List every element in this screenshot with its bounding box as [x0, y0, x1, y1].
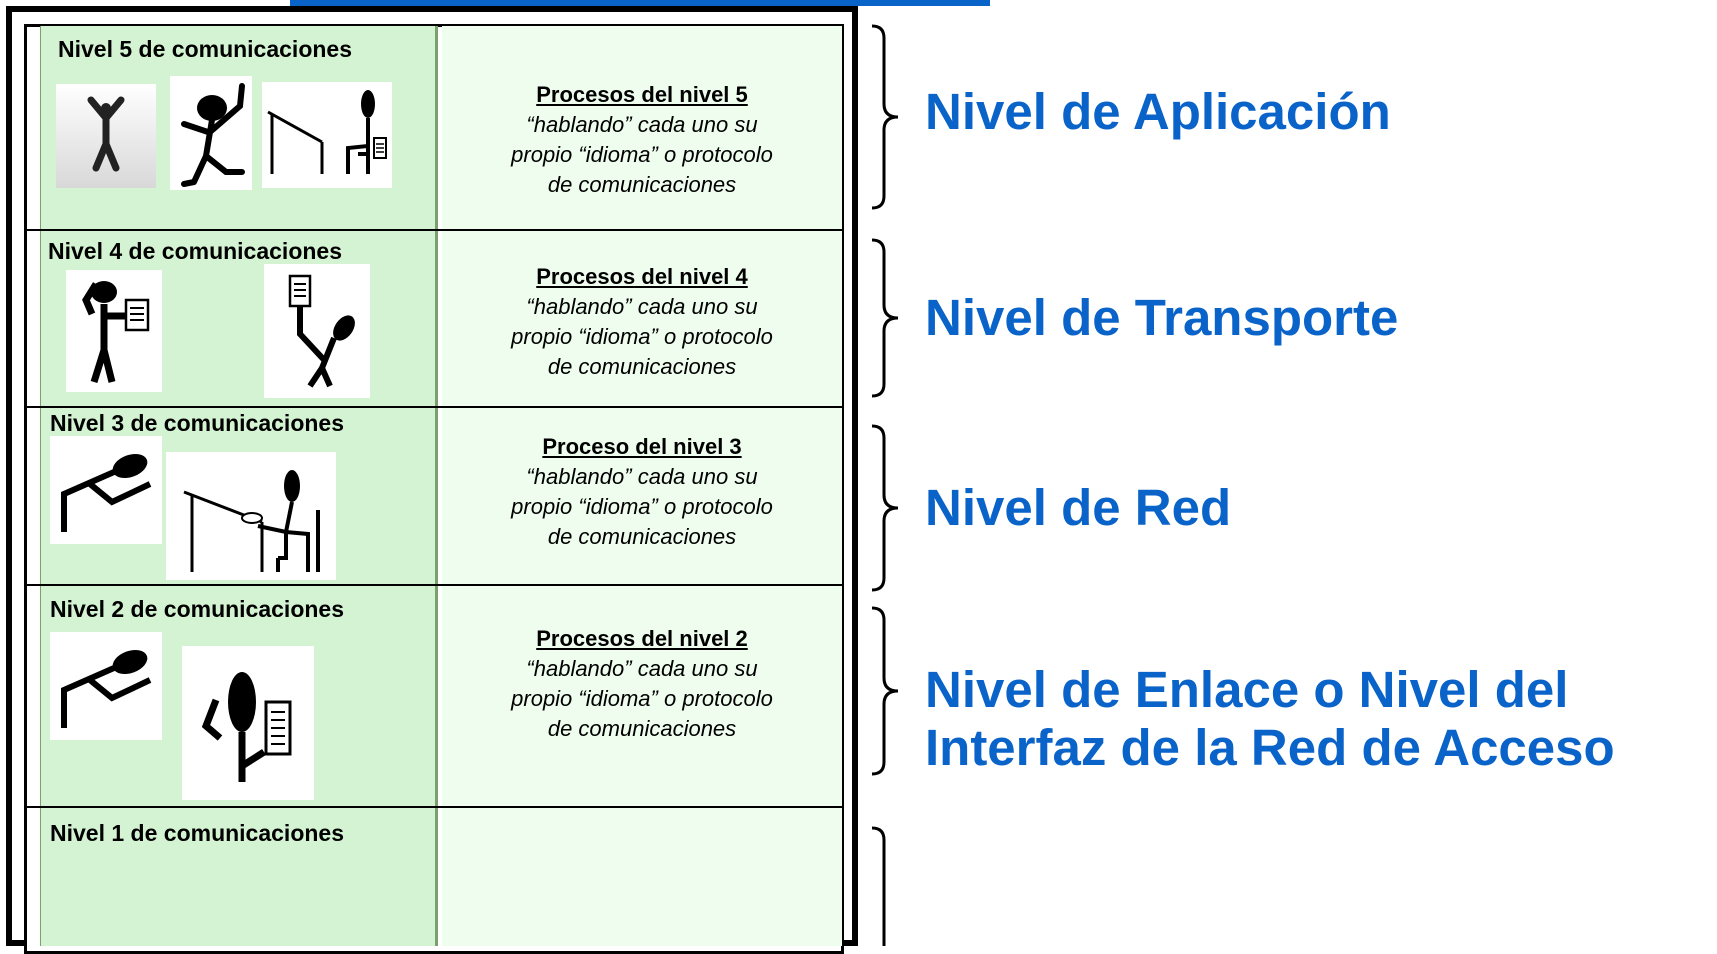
- level-2-process-line: “hablando” cada uno su: [526, 656, 758, 681]
- person-pointing-figure: [170, 76, 252, 190]
- level-4-process-line: propio “idioma” o protocolo: [511, 324, 773, 349]
- level-1-brace: [870, 826, 930, 946]
- level-5-process-line: de comunicaciones: [547, 172, 737, 197]
- level-4-process-line: “hablando” cada uno su: [526, 294, 758, 319]
- level-5-process: Procesos del nivel 5 “hablando” cada uno…: [442, 80, 842, 200]
- band-separator: [26, 806, 842, 808]
- level-5-label: Nivel de Aplicación: [925, 83, 1391, 140]
- level-5-title: Nivel 5 de comunicaciones: [58, 36, 353, 62]
- person-arms-raised-figure: [56, 84, 156, 188]
- person-bending-figure: [50, 632, 162, 740]
- level-2-process-line: de comunicaciones: [547, 716, 737, 741]
- person-holding-document-figure: [264, 264, 370, 398]
- level-2-title: Nivel 2 de comunicaciones: [50, 596, 345, 622]
- level-4-title: Nivel 4 de comunicaciones: [48, 238, 343, 264]
- person-bending-figure: [50, 436, 162, 544]
- level-5-process-line: propio “idioma” o protocolo: [511, 142, 773, 167]
- band-separator: [26, 406, 842, 408]
- level-3-title: Nivel 3 de comunicaciones: [50, 410, 345, 436]
- person-holding-document-figure: [66, 270, 162, 392]
- level-5-process-line: “hablando” cada uno su: [526, 112, 758, 137]
- level-2-process: Procesos del nivel 2 “hablando” cada uno…: [442, 624, 842, 744]
- processes-column: [442, 26, 842, 946]
- level-4-process-line: de comunicaciones: [547, 354, 737, 379]
- band-separator: [26, 229, 842, 231]
- level-4-process-title: Procesos del nivel 4: [536, 264, 748, 289]
- band-separator: [26, 584, 842, 586]
- level-4-brace: [870, 238, 930, 398]
- person-at-desk-figure: [262, 82, 392, 188]
- level-4-process: Procesos del nivel 4 “hablando” cada uno…: [442, 262, 842, 382]
- person-with-document-figure: [182, 646, 314, 800]
- level-2-label: Nivel de Enlace o Nivel del: [925, 661, 1569, 718]
- level-2-label-line2: Interfaz de la Red de Acceso: [925, 719, 1615, 776]
- level-5-process-title: Procesos del nivel 5: [536, 82, 748, 107]
- level-3-brace: [870, 424, 930, 592]
- level-2-process-line: propio “idioma” o protocolo: [511, 686, 773, 711]
- level-5-brace: [870, 24, 930, 210]
- level-1-title: Nivel 1 de comunicaciones: [50, 820, 345, 846]
- level-3-process-title: Proceso del nivel 3: [542, 434, 742, 459]
- level-3-label: Nivel de Red: [925, 479, 1232, 536]
- level-3-process-line: de comunicaciones: [547, 524, 737, 549]
- level-3-process: Proceso del nivel 3 “hablando” cada uno …: [442, 432, 842, 552]
- level-2-brace: [870, 606, 930, 776]
- level-2-process-title: Procesos del nivel 2: [536, 626, 748, 651]
- level-4-label: Nivel de Transporte: [925, 289, 1399, 346]
- level-3-process-line: “hablando” cada uno su: [526, 464, 758, 489]
- top-title-strip: [290, 0, 990, 6]
- level-3-process-line: propio “idioma” o protocolo: [511, 494, 773, 519]
- person-writing-figure: [166, 452, 336, 580]
